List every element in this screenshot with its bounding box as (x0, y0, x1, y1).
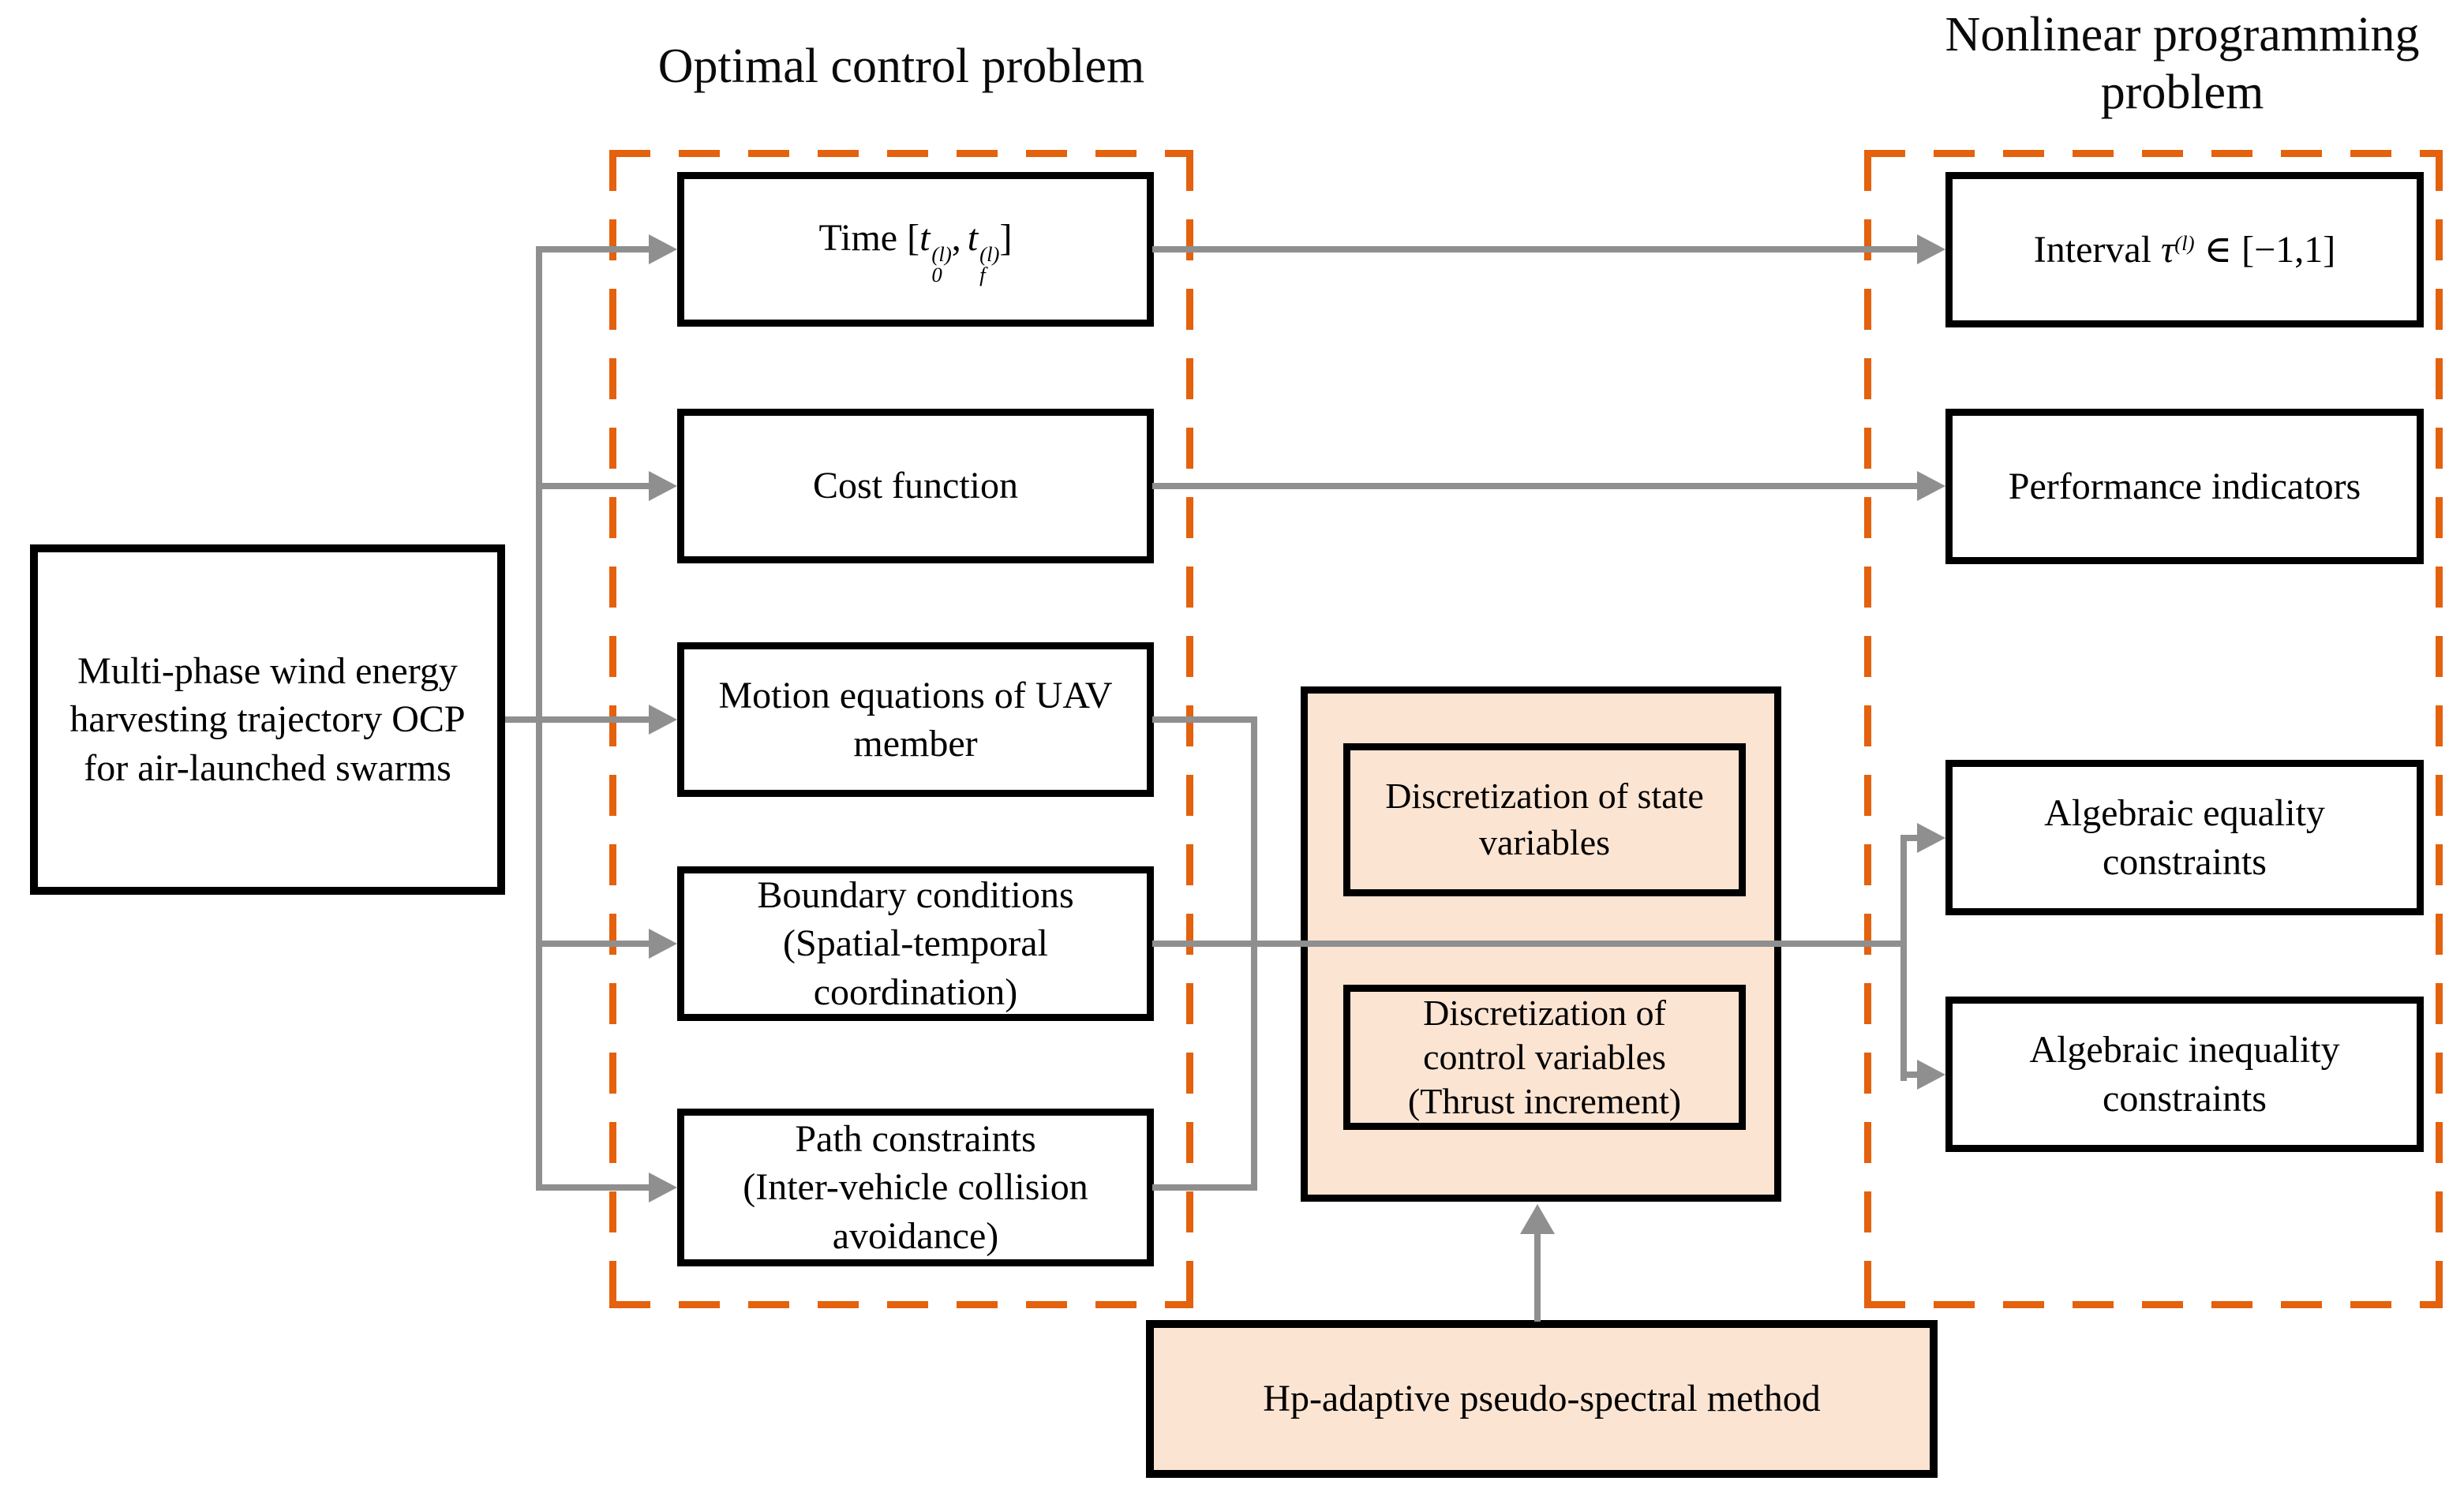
connector-boundary-to-nlp (1152, 941, 1904, 947)
nlp-dashed-left (1864, 150, 1871, 1308)
source-ocp-label: Multi-phase wind energy harvesting traje… (69, 649, 466, 789)
method-box: Hp-adaptive pseudo-spectral method (1146, 1320, 1938, 1478)
discretization-control-box: Discretization of control variables (Thr… (1343, 985, 1746, 1130)
connector-cost-to-performance (1152, 483, 1921, 489)
discretization-state-label: Discretization of state variables (1385, 776, 1704, 862)
arrowhead-cost-icon (649, 471, 677, 501)
arrowhead-motion-icon (649, 705, 677, 735)
connector-stub-equality (1900, 835, 1921, 841)
cost-function-label: Cost function (813, 465, 1018, 507)
algebraic-inequality-label: Algebraic inequality constraints (2029, 1029, 2340, 1120)
arrowhead-equality-icon (1917, 823, 1945, 853)
ocp-dashed-right (1186, 150, 1193, 1308)
interval-box: Interval τ(l) ∈ [−1,1] (1945, 172, 2424, 327)
time-box: Time [t(l)0,t(l)f] (677, 172, 1154, 327)
ocp-dashed-left (609, 150, 616, 1308)
path-constraints-box: Path constraints (Inter-vehicle collisio… (677, 1109, 1154, 1266)
boundary-conditions-label: Boundary conditions (Spatial-temporal co… (757, 873, 1074, 1013)
ocp-dashed-top (609, 150, 1193, 157)
connector-branch-cost (539, 483, 655, 489)
connector-nlp-branch-vertical (1900, 835, 1907, 1081)
arrowhead-time-icon (649, 234, 677, 264)
nlp-dashed-top (1864, 150, 2443, 157)
nlp-title: Nonlinear programming problem (1945, 8, 2420, 120)
arrowhead-interval-icon (1917, 234, 1945, 264)
arrowhead-boundary-icon (649, 929, 677, 959)
ocp-title: Optimal control problem (657, 39, 1145, 93)
boundary-conditions-box: Boundary conditions (Spatial-temporal co… (677, 866, 1154, 1021)
performance-indicators-box: Performance indicators (1945, 409, 2424, 564)
connector-source-to-trunk (505, 716, 655, 723)
arrowhead-performance-icon (1917, 471, 1945, 501)
connector-method-vertical (1534, 1231, 1541, 1322)
arrowhead-inequality-icon (1917, 1060, 1945, 1090)
discretization-control-label: Discretization of control variables (Thr… (1407, 992, 1682, 1122)
arrowhead-method-up-icon (1520, 1204, 1555, 1234)
motion-equations-label: Motion equations of UAV member (718, 674, 1113, 765)
motion-equations-box: Motion equations of UAV member (677, 642, 1154, 797)
connector-motion-path-vertical (1251, 716, 1257, 1191)
connector-branch-time (539, 246, 655, 252)
algebraic-equality-label: Algebraic equality constraints (2044, 792, 2325, 883)
connector-trunk-vertical (536, 246, 542, 1191)
connector-time-to-interval (1152, 246, 1921, 252)
ocp-dashed-bottom (609, 1301, 1193, 1308)
connector-branch-boundary (539, 941, 655, 947)
algebraic-inequality-box: Algebraic inequality constraints (1945, 997, 2424, 1152)
arrowhead-path-icon (649, 1172, 677, 1202)
algebraic-equality-box: Algebraic equality constraints (1945, 760, 2424, 915)
path-constraints-label: Path constraints (Inter-vehicle collisio… (743, 1117, 1088, 1257)
method-label: Hp-adaptive pseudo-spectral method (1263, 1378, 1821, 1420)
source-ocp-box: Multi-phase wind energy harvesting traje… (30, 544, 505, 895)
performance-indicators-label: Performance indicators (2008, 465, 2361, 507)
connector-motion-out (1152, 716, 1257, 723)
nlp-dashed-right (2436, 150, 2443, 1308)
connector-path-out (1152, 1184, 1257, 1191)
discretization-state-box: Discretization of state variables (1343, 743, 1746, 896)
time-label: Time [t(l)0,t(l)f] (818, 216, 1013, 286)
nlp-dashed-bottom (1864, 1301, 2443, 1308)
cost-function-box: Cost function (677, 409, 1154, 563)
connector-branch-path (539, 1184, 655, 1191)
interval-label: Interval τ(l) ∈ [−1,1] (2033, 228, 2336, 271)
connector-stub-inequality (1900, 1072, 1921, 1078)
